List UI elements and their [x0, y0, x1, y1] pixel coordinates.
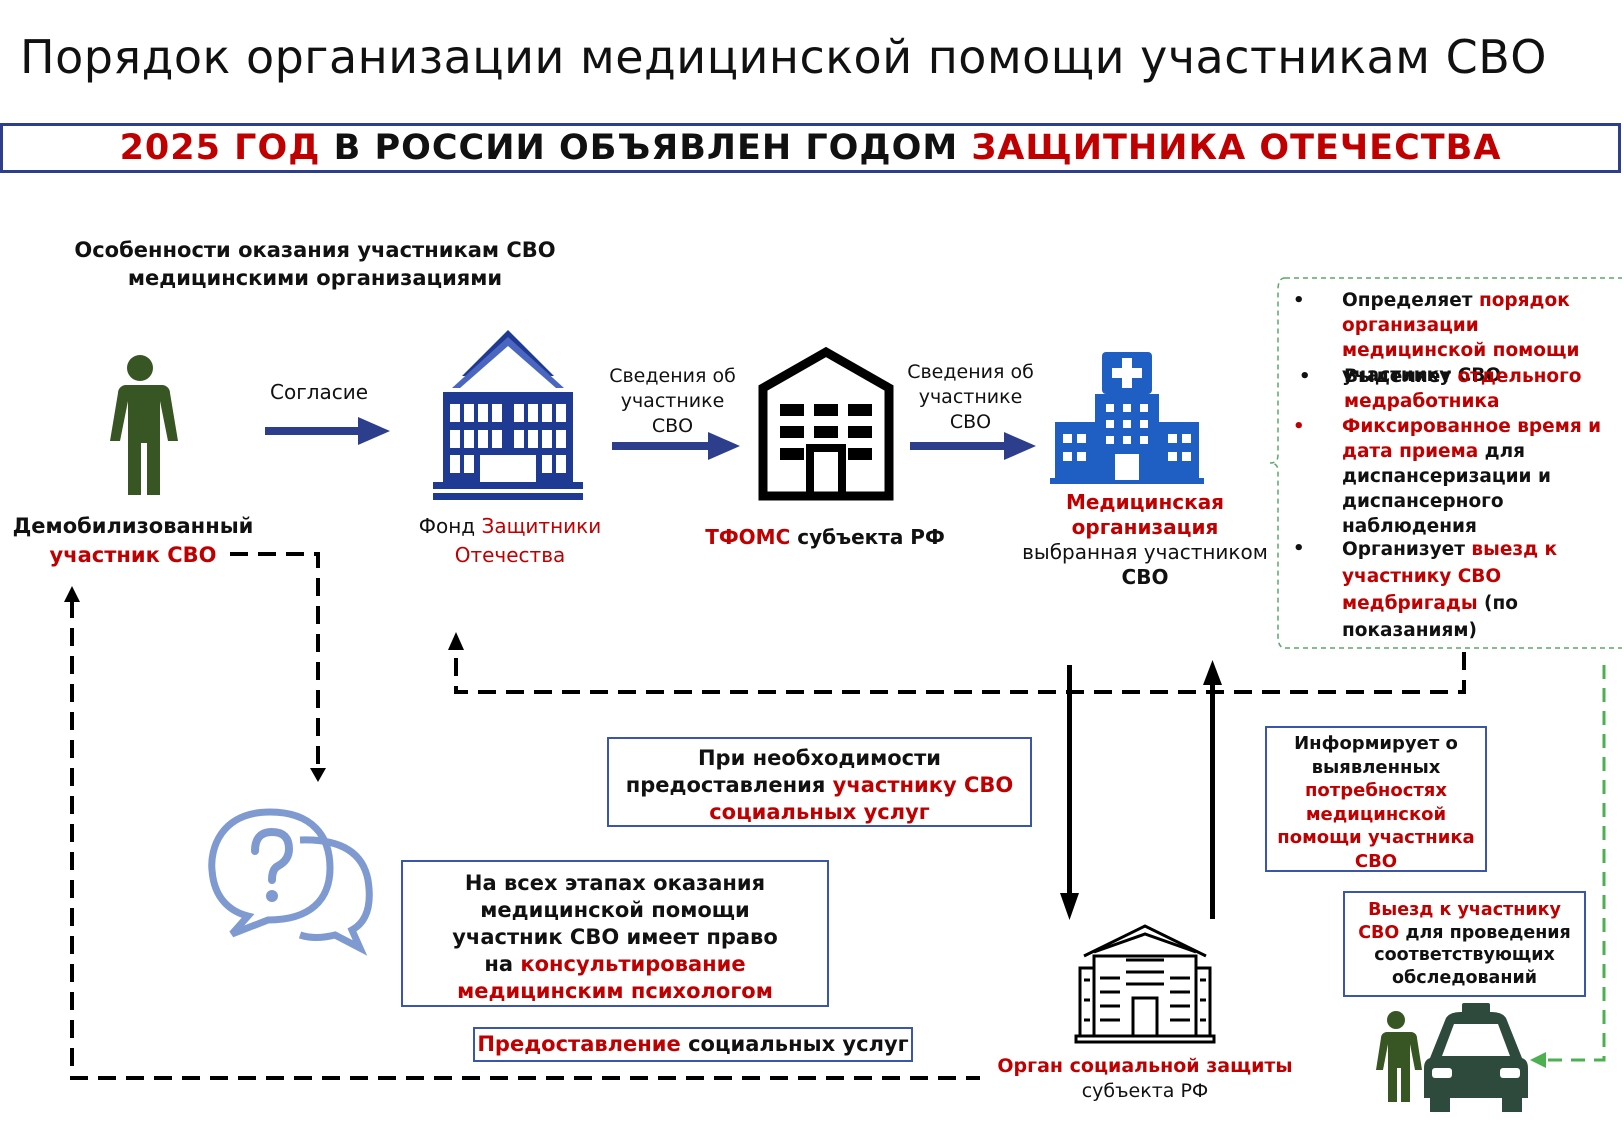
green-dashed-line: [1545, 665, 1606, 1062]
participant-label: Демобилизованный участник СВО: [8, 512, 258, 570]
duty1-c: участнику СВО: [1342, 365, 1502, 386]
participant-line1: Демобилизованный: [12, 514, 254, 538]
ambulance-car-icon: [1424, 1003, 1528, 1112]
participant-line2: участник СВО: [49, 543, 217, 567]
duty1-a: Определяет: [1342, 290, 1479, 311]
fund-label: Фонд Защитники Отечества: [405, 512, 615, 570]
duty4-a: Организует: [1342, 539, 1472, 560]
inform-line3: потребностях: [1305, 780, 1447, 801]
social-need-line3: социальных услуг: [709, 800, 930, 824]
psych-line4b: консультирование: [520, 952, 746, 976]
info1-line2: участнике: [620, 390, 725, 412]
duty3-a: Фиксированное время и дата приема: [1342, 416, 1602, 462]
social-need-line2b: участнику СВО: [832, 773, 1014, 797]
banner-middle: В РОССИИ ОБЪЯВЛЕН ГОДОМ: [320, 128, 972, 168]
social-services-box: Предоставление социальных услуг: [473, 1027, 913, 1062]
fund-to-tfoms-arrow: [612, 432, 740, 460]
social-org-label: Орган социальной защиты субъекта РФ: [995, 1054, 1295, 1104]
tfoms-part2: субъекта РФ: [790, 525, 945, 549]
visit-line4: обследований: [1392, 967, 1537, 988]
info-label-tfoms-medorg: Сведения об участнике СВО: [898, 360, 1043, 435]
psychologist-box: На всех этапах оказания медицинской помо…: [401, 860, 829, 1007]
banner-defender: ЗАЩИТНИКА ОТЕЧЕСТВА: [971, 128, 1502, 168]
info-label-fund-tfoms: Сведения об участнике СВО: [600, 364, 745, 439]
tfoms-label: ТФОМС субъекта РФ: [690, 525, 960, 549]
inform-line6: СВО: [1354, 850, 1398, 872]
info1-line1: Сведения об: [609, 365, 736, 387]
inform-line4: медицинской: [1305, 803, 1447, 825]
duty1-b: порядок организации медицинской помощи: [1342, 290, 1580, 361]
dashed-connections: [70, 552, 1466, 1080]
psych-line5: медицинским психологом: [457, 979, 773, 1003]
year-banner: 2025 ГОД В РОССИИ ОБЪЯВЛЕН ГОДОМ ЗАЩИТНИ…: [0, 123, 1621, 173]
banner-year: 2025 ГОД: [119, 128, 321, 168]
duty2-a: Выделяет: [1344, 366, 1458, 387]
person-icon: [110, 355, 178, 495]
visit-line3: соответствующих: [1374, 945, 1555, 965]
social-org-line2: субъекта РФ: [1081, 1080, 1209, 1102]
duties-panel-frame: [1269, 277, 1622, 649]
inform-line1: Информирует о: [1294, 733, 1458, 754]
social-org-line1: Орган социальной защиты: [997, 1055, 1293, 1077]
med-org-duties-panel: • Определяет порядок организации медицин…: [1285, 278, 1620, 648]
question-bubbles-icon: [208, 808, 373, 956]
info2-line1: Сведения об: [907, 361, 1034, 383]
psych-line2: медицинской помощи: [480, 898, 750, 922]
visit-line1: Выезд к участнику: [1368, 900, 1561, 920]
med-org-label: Медицинская организация выбранная участн…: [1005, 490, 1285, 590]
visit-box: Выезд к участнику СВО для проведения соо…: [1343, 891, 1586, 997]
visit-line2a: СВО: [1358, 922, 1400, 943]
bullet-icon: •: [1293, 290, 1305, 311]
med-org-line4: СВО: [1121, 565, 1169, 589]
info2-line2: участнике: [918, 386, 1023, 408]
duty4-c: (по показаниям): [1342, 593, 1518, 641]
social-services-part1: Предоставление: [477, 1032, 681, 1056]
visit-line2b: для проведения: [1399, 922, 1571, 943]
consent-label: Согласие: [270, 380, 369, 404]
duty4-b: выезд к участнику СВО медбригады: [1342, 539, 1558, 614]
question-mark-icon: [251, 827, 294, 902]
psych-line4a: на: [484, 952, 521, 976]
social-need-line1: При необходимости: [697, 746, 942, 770]
section-heading-line1: Особенности оказания участникам СВО: [74, 238, 556, 262]
inform-line2: выявленных: [1311, 756, 1441, 778]
duty3-b: для диспансеризации и диспансерного набл…: [1342, 441, 1551, 537]
social-need-line2a: предоставления: [625, 773, 833, 797]
info2-line3: СВО: [949, 411, 992, 433]
info1-line3: СВО: [651, 415, 694, 437]
tfoms-building-icon: [758, 346, 894, 501]
social-services-part2: социальных услуг: [680, 1032, 909, 1056]
social-need-box: При необходимости предоставления участни…: [607, 737, 1032, 827]
green-arrowhead: [1530, 1052, 1546, 1068]
bullet-icon: •: [1293, 416, 1305, 437]
tfoms-part1: ТФОМС: [705, 525, 791, 549]
med-org-line2: организация: [1071, 515, 1219, 539]
hospital-icon: [1050, 352, 1204, 484]
psych-arrowhead: [310, 768, 326, 782]
bullet-icon: •: [1293, 538, 1305, 559]
fund-label-part1: Фонд: [418, 514, 482, 538]
solid-vertical-arrows: [1060, 660, 1222, 920]
medic-person-icon: [1376, 1011, 1422, 1102]
fund-arrowhead: [448, 632, 464, 650]
section-heading-line2: медицинскими организациями: [127, 266, 503, 290]
section-heading: Особенности оказания участникам СВО меди…: [40, 236, 590, 292]
duty2-b: отдельного медработника: [1344, 366, 1582, 412]
tfoms-to-medorg-arrow: [910, 432, 1036, 460]
participant-arrowhead: [64, 586, 80, 602]
med-org-line1: Медицинская: [1065, 490, 1225, 514]
fund-label-line2: Отечества: [454, 543, 566, 567]
bullet-icon: •: [1299, 366, 1311, 387]
inform-line5: помощи участника: [1277, 827, 1475, 848]
psych-line1: На всех этапах оказания: [464, 871, 766, 895]
page-title: Порядок организации медицинской помощи у…: [20, 30, 1547, 84]
fund-label-part2: Защитники: [481, 514, 602, 538]
consent-arrow: [265, 417, 390, 445]
psych-line3: участник СВО имеет право: [452, 925, 778, 949]
fund-building-icon: [433, 330, 583, 500]
inform-box: Информирует о выявленных потребностях ме…: [1265, 726, 1487, 872]
med-org-line3: выбранная участником: [1022, 540, 1268, 564]
social-building-icon: [1074, 924, 1216, 1044]
